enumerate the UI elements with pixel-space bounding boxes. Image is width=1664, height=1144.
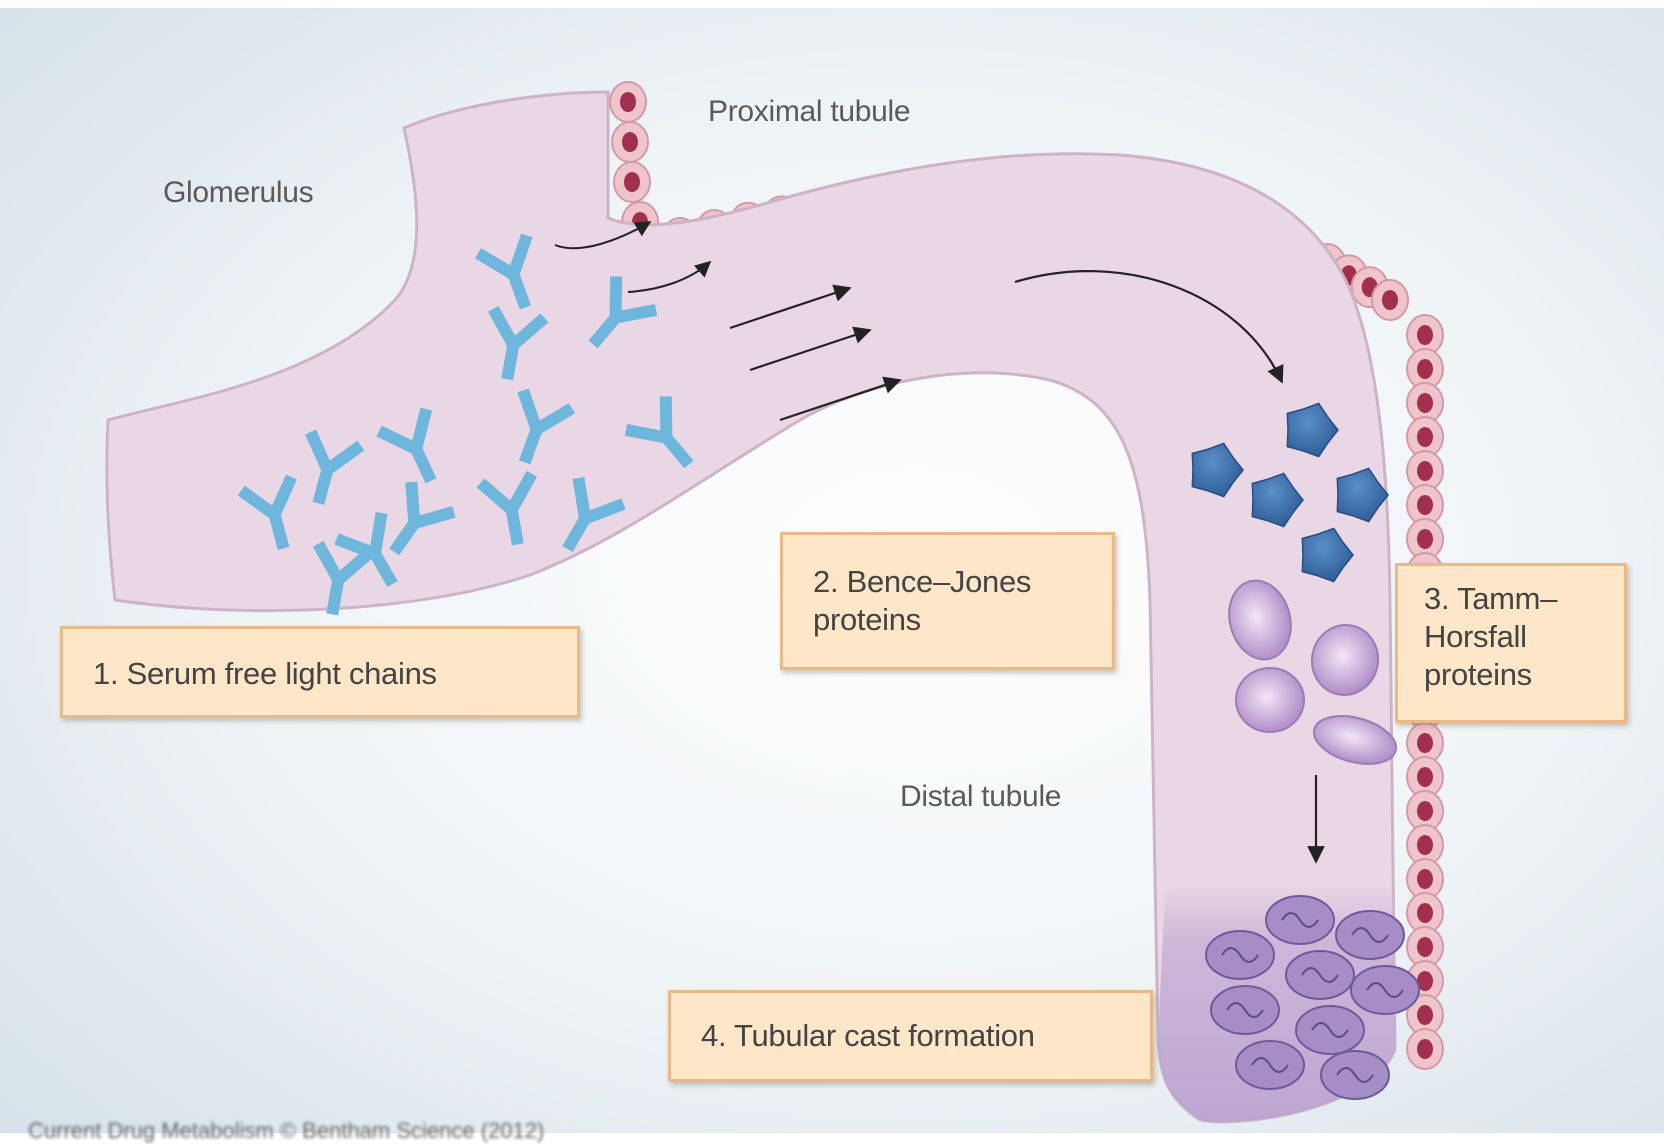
tubular-cast-icon	[1206, 931, 1274, 979]
epithelial-cell	[614, 162, 650, 202]
tubular-cast-icon	[1211, 986, 1279, 1034]
tubular-cast-icon	[1296, 1006, 1364, 1054]
step3-text-line1: 3. Tamm–	[1424, 580, 1624, 618]
tamm-horsfall-protein-icon	[1236, 668, 1304, 732]
step2-box: 2. Bence–Jones proteins	[780, 532, 1115, 670]
tubular-cast-icon	[1351, 966, 1419, 1014]
step2-text-line2: proteins	[813, 601, 1112, 639]
step3-box: 3. Tamm– Horsfall proteins	[1395, 563, 1627, 723]
epithelial-cell	[612, 122, 648, 162]
distal-tubule-label: Distal tubule	[900, 780, 1061, 814]
tubular-cast-icon	[1236, 1041, 1304, 1089]
tubular-cast-icon	[1336, 911, 1404, 959]
step4-text: 4. Tubular cast formation	[701, 1017, 1150, 1055]
step2-text-line1: 2. Bence–Jones	[813, 563, 1112, 601]
epithelial-cell	[610, 82, 646, 122]
image-credit: Current Drug Metabolism © Bentham Scienc…	[28, 1118, 544, 1144]
proximal-tubule-label: Proximal tubule	[708, 95, 910, 129]
tubular-cast-icon	[1286, 951, 1354, 999]
step1-box: 1. Serum free light chains	[60, 626, 580, 718]
tubular-cast-icon	[1266, 896, 1334, 944]
epithelial-cell	[1407, 1029, 1443, 1069]
step1-text: 1. Serum free light chains	[93, 655, 577, 693]
tubular-cast-icon	[1321, 1051, 1389, 1099]
step3-text-line3: proteins	[1424, 656, 1624, 694]
step4-box: 4. Tubular cast formation	[668, 990, 1153, 1082]
glomerulus-label: Glomerulus	[163, 176, 313, 210]
step3-text-line2: Horsfall	[1424, 618, 1624, 656]
top-border	[0, 0, 1664, 8]
epithelial-cell	[1372, 280, 1408, 320]
